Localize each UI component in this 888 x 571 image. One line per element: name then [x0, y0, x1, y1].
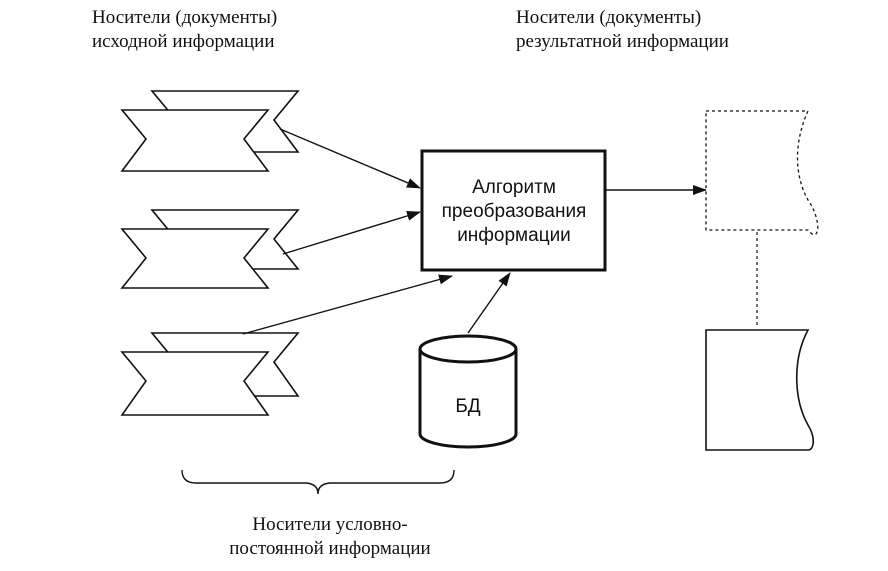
- result-document-2: [705, 329, 815, 451]
- result-label-line2: результатной информации: [516, 31, 729, 52]
- result-label-line1: Носители (документы): [516, 7, 702, 28]
- source-document-2: [120, 209, 300, 289]
- arrow-doc2-to-algorithm: [282, 211, 421, 255]
- arrow-doc3-to-algorithm: [242, 274, 453, 335]
- algorithm-label-line2: преобразования: [441, 201, 587, 222]
- curly-brace: [181, 469, 455, 495]
- source-document-3: [120, 332, 300, 416]
- algorithm-label-line1: Алгоритм: [472, 177, 556, 198]
- source-document-1: [120, 90, 300, 172]
- result-document-1: [705, 110, 819, 236]
- conditional-label-line2: постоянной информации: [229, 538, 431, 559]
- conditional-label-line1: Носители условно-: [252, 514, 408, 535]
- algorithm-box-label: Алгоритм преобразования информации: [424, 176, 604, 248]
- algorithm-box: [420, 149, 607, 272]
- result-documents-label: Носители (документы) результатной информ…: [516, 6, 729, 54]
- database-label: БД: [455, 396, 481, 417]
- database-cylinder: [418, 334, 518, 449]
- source-label-line1: Носители (документы): [92, 7, 278, 28]
- algorithm-label-line3: информации: [457, 225, 571, 246]
- conditional-documents-label: Носители условно- постоянной информации: [200, 513, 460, 561]
- source-label-line2: исходной информации: [92, 31, 275, 52]
- source-documents-label: Носители (документы) исходной информации: [92, 6, 277, 54]
- arrow-doc1-to-algorithm: [279, 128, 421, 189]
- arrow-db-to-algorithm: [467, 272, 511, 334]
